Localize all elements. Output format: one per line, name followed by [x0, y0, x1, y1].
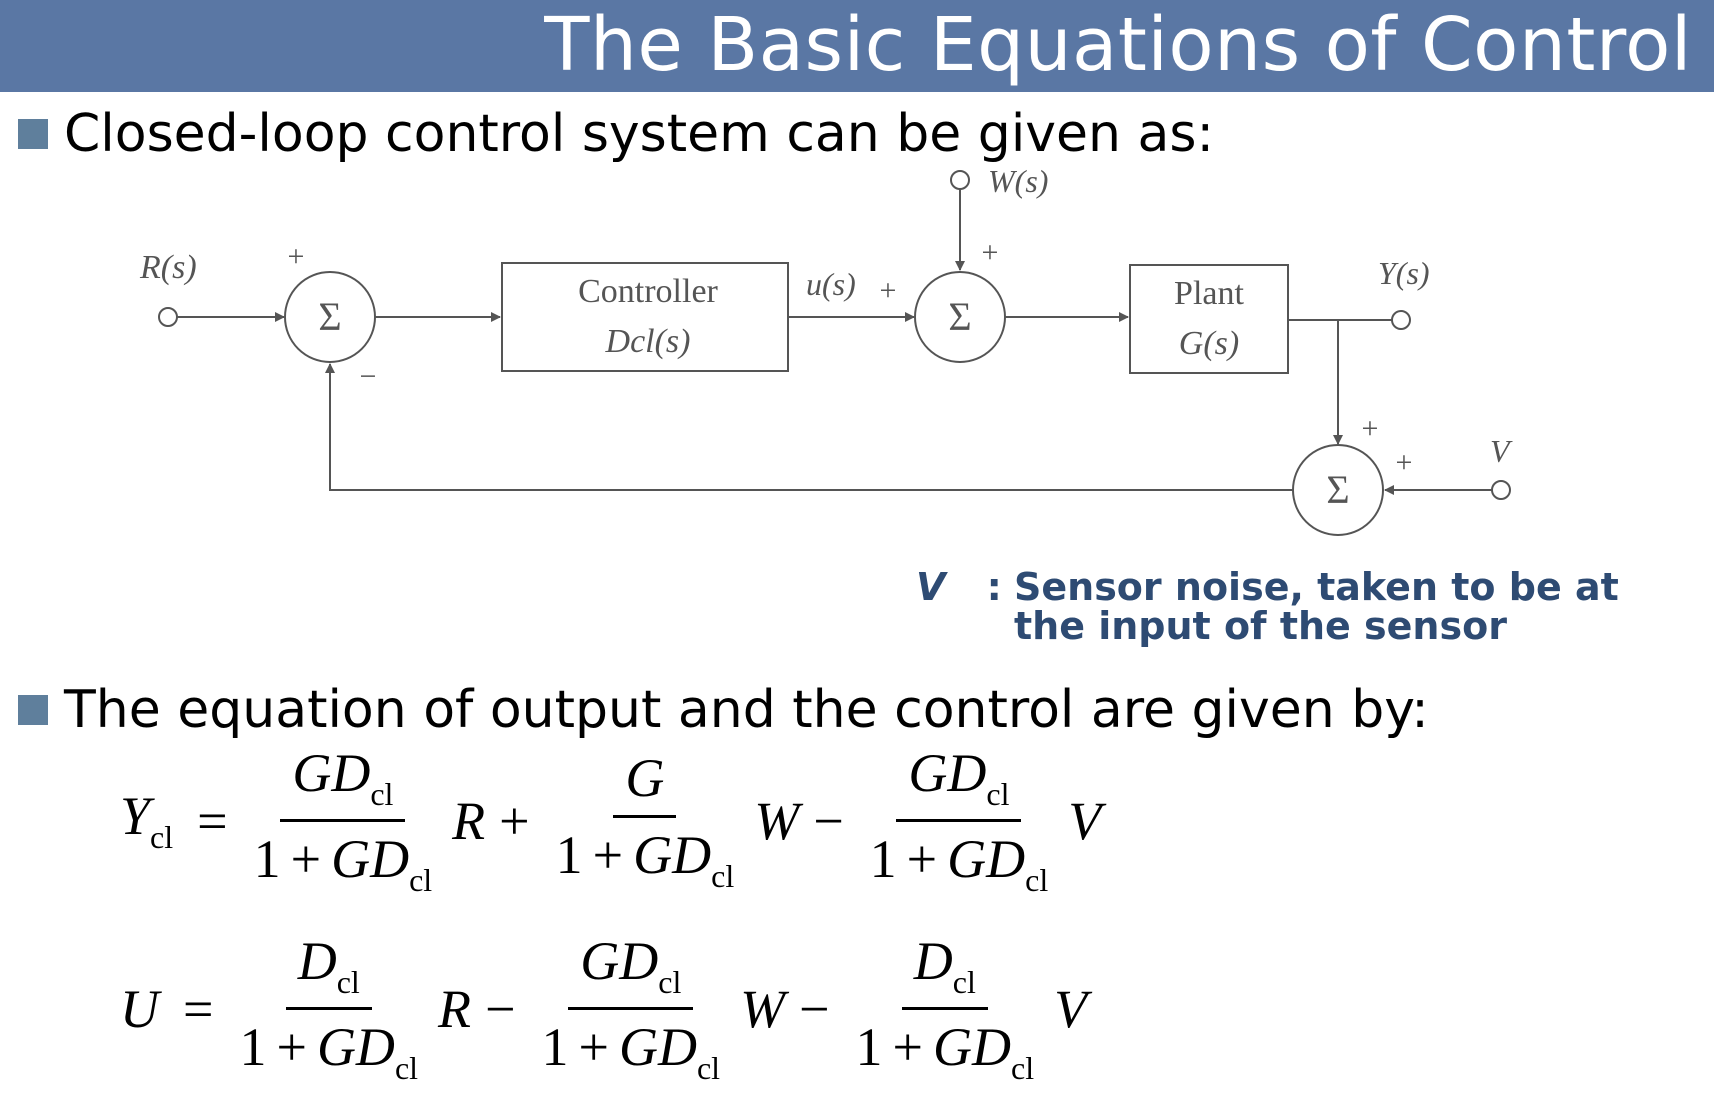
- fraction-ref-control: Dcl 1+GDcl: [239, 931, 419, 1086]
- noise-label: V: [1490, 433, 1513, 469]
- fraction-noise-control: Dcl 1+GDcl: [855, 931, 1035, 1086]
- wire-feedback: [325, 363, 1293, 491]
- input-terminal: [158, 307, 178, 327]
- controller-block: [501, 262, 789, 372]
- control-equation: U = Dcl 1+GDcl R − GDcl 1+GDcl W − Dcl 1…: [120, 931, 1088, 1086]
- output-terminal: [1391, 310, 1411, 330]
- var-V: V: [1054, 978, 1088, 1039]
- plant-tf: G(s): [1179, 325, 1239, 362]
- controller-tf: Dcl(s): [605, 323, 691, 360]
- output-label: Y(s): [1378, 255, 1430, 291]
- var-W: W: [754, 790, 800, 851]
- note-variable: V: [916, 565, 946, 609]
- sum-symbol-1: Σ: [318, 294, 341, 339]
- page-title: The Basic Equations of Control: [544, 2, 1692, 88]
- input-label: R(s): [139, 249, 197, 286]
- var-R: R: [438, 978, 472, 1039]
- bullet-item-2: The equation of output and the control a…: [18, 680, 1429, 740]
- bullet-text-1: Closed-loop control system can be given …: [64, 104, 1214, 164]
- fraction-disturbance-gain: G 1+GDcl: [555, 747, 735, 894]
- bullet-item-1: Closed-loop control system can be given …: [18, 104, 1214, 164]
- noise-terminal: [1491, 480, 1511, 500]
- output-lhs: Ycl: [120, 786, 174, 855]
- plus-sign-2a: +: [880, 274, 897, 307]
- plant-block: [1129, 264, 1289, 374]
- sum-symbol-2: Σ: [948, 294, 971, 339]
- disturbance-label: W(s): [988, 163, 1048, 199]
- var-W: W: [740, 978, 786, 1039]
- control-label: u(s): [806, 266, 856, 302]
- var-V: V: [1068, 790, 1102, 851]
- bullet-square-icon: [18, 119, 48, 149]
- plus-sign-1: +: [288, 240, 305, 273]
- fraction-disturbance-control: GDcl 1+GDcl: [541, 931, 721, 1086]
- equals-sign: =: [197, 790, 228, 851]
- sensor-noise-line-2: the input of the sensor: [1014, 604, 1507, 648]
- title-bar: The Basic Equations of Control: [0, 0, 1714, 92]
- equals-sign: =: [183, 978, 214, 1039]
- sum-symbol-3: Σ: [1326, 467, 1349, 512]
- controller-name: Controller: [578, 273, 718, 310]
- bullet-square-icon: [18, 695, 48, 725]
- bullet-text-2: The equation of output and the control a…: [64, 680, 1429, 740]
- disturbance-terminal: [950, 170, 970, 190]
- fraction-ref-gain: GDcl 1+GDcl: [253, 743, 433, 898]
- sensor-noise-line-1: Sensor noise, taken to be at: [1014, 565, 1619, 609]
- plus-sign-3a: +: [1362, 412, 1379, 445]
- plant-name: Plant: [1174, 275, 1244, 312]
- var-R: R: [452, 790, 486, 851]
- note-separator: :: [986, 565, 1002, 609]
- plus-sign-3b: +: [1396, 446, 1413, 479]
- output-equation: Ycl = GDcl 1+GDcl R + G 1+GDcl W − GDcl …: [120, 743, 1102, 898]
- fraction-noise-gain: GDcl 1+GDcl: [869, 743, 1049, 898]
- control-lhs: U: [120, 978, 159, 1039]
- plus-sign-2b: +: [982, 236, 999, 269]
- sensor-noise-note: V :: [916, 565, 1002, 609]
- minus-sign-1: −: [360, 360, 377, 393]
